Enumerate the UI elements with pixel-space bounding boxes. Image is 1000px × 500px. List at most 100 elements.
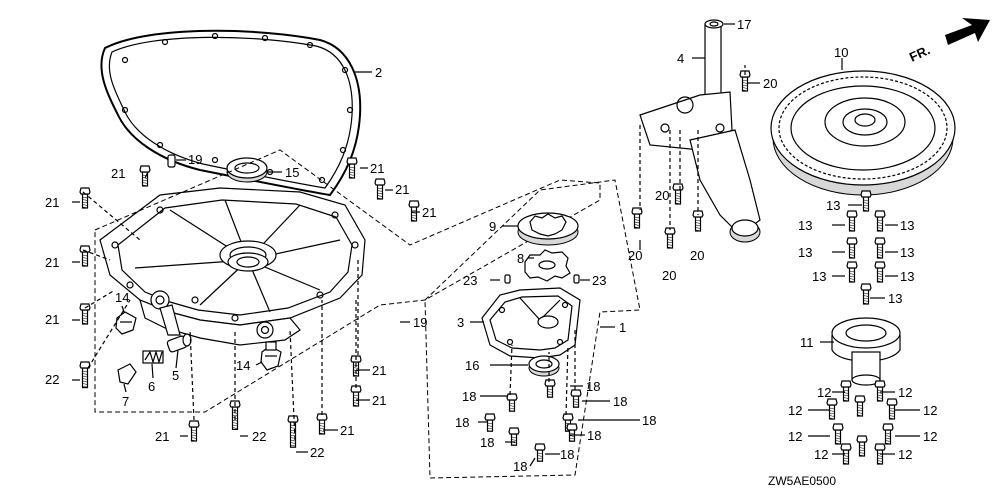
callout-6: 6	[148, 379, 155, 394]
callout-12: 12	[923, 403, 937, 418]
callout-20: 20	[628, 248, 642, 263]
flange-bolt	[79, 303, 91, 325]
flange-bolt	[534, 443, 546, 462]
pin	[504, 274, 580, 284]
callout-2: 2	[375, 65, 382, 80]
oil-pipe	[639, 20, 761, 243]
callout-21: 21	[372, 393, 386, 408]
callout-18: 18	[587, 428, 601, 443]
callout-14: 14	[115, 290, 129, 305]
front-direction-arrow	[945, 18, 990, 45]
callout-18: 18	[560, 447, 574, 462]
diagram-code: ZW5AE0500	[768, 474, 836, 488]
callout-19: 19	[413, 315, 427, 330]
flange-bolt	[882, 423, 894, 445]
flange-bolt	[570, 389, 582, 408]
flange-bolt	[484, 413, 496, 432]
callout-18: 18	[586, 379, 600, 394]
callout-8: 8	[517, 251, 524, 266]
callout-16: 16	[465, 358, 479, 373]
callout-21: 21	[370, 161, 384, 176]
flange-bolt	[508, 427, 520, 446]
washer	[704, 19, 724, 29]
callout-18: 18	[642, 413, 656, 428]
callout-12: 12	[898, 385, 912, 400]
flange-bolt	[886, 398, 898, 420]
flange-bolt	[846, 210, 858, 232]
callout-21: 21	[395, 182, 409, 197]
bolts	[79, 70, 898, 465]
callout-1: 1	[619, 320, 626, 335]
pump-body	[481, 287, 581, 359]
flange-bolt	[287, 415, 299, 448]
flange-bolt	[316, 413, 328, 435]
assembly-outline	[94, 149, 641, 479]
callout-22: 22	[45, 372, 59, 387]
flange-bolt	[860, 283, 872, 305]
callout-13: 13	[812, 269, 826, 284]
callout-21: 21	[45, 312, 59, 327]
callout-14: 14	[236, 358, 250, 373]
flange-bolt	[856, 435, 868, 457]
flange-bolt	[874, 210, 886, 232]
inner-rotor	[524, 249, 571, 282]
outer-rotor	[517, 212, 579, 246]
callout-23: 23	[592, 273, 606, 288]
oil-seal	[226, 157, 268, 183]
callout-21: 21	[45, 195, 59, 210]
callout-12: 12	[898, 447, 912, 462]
callout-21: 21	[422, 205, 436, 220]
callout-18: 18	[462, 389, 476, 404]
callout-13: 13	[826, 198, 840, 213]
callout-19: 19	[188, 152, 202, 167]
flange-bolt	[139, 165, 151, 187]
callout-11: 11	[800, 335, 814, 350]
callout-22: 22	[310, 445, 324, 460]
flange-bolt	[346, 157, 358, 179]
flange-bolt	[840, 380, 852, 402]
callout-13: 13	[900, 269, 914, 284]
flange-bolt	[672, 183, 684, 205]
gasket	[100, 29, 362, 197]
callout-22: 22	[252, 429, 266, 444]
callout-15: 15	[285, 165, 299, 180]
flange-bolt	[408, 200, 420, 222]
callout-3: 3	[457, 315, 464, 330]
callout-21: 21	[111, 166, 125, 181]
flange-bolt	[840, 443, 852, 465]
front-label: FR.	[907, 42, 932, 64]
flange-bolt	[506, 393, 518, 412]
callout-21: 21	[340, 423, 354, 438]
plug	[166, 333, 192, 353]
crankcase-cover	[99, 187, 366, 346]
flange-bolt	[188, 420, 200, 442]
drain-bolt	[115, 311, 137, 335]
callout-20: 20	[662, 268, 676, 283]
flange-bolt	[79, 245, 91, 267]
callout-12: 12	[814, 447, 828, 462]
callout-4: 4	[677, 51, 684, 66]
flange-bolt	[79, 187, 91, 209]
flange-bolt	[631, 207, 643, 229]
coupling	[831, 317, 901, 386]
callout-9: 9	[489, 219, 496, 234]
callout-5: 5	[172, 368, 179, 383]
flange-bolt	[846, 261, 858, 283]
pump-seal	[528, 355, 560, 377]
callout-12: 12	[817, 385, 831, 400]
callout-18: 18	[455, 415, 469, 430]
dowel-pin	[167, 154, 176, 168]
callout-labels: 2 15 19 21 21 21 21 22 21 21 21 21 21 21…	[45, 17, 937, 488]
flange-bolt	[846, 237, 858, 259]
flange-bolt	[566, 423, 578, 442]
flange-bolt	[874, 237, 886, 259]
flange-bolt	[854, 395, 866, 417]
callout-23: 23	[463, 273, 477, 288]
flange-bolt	[874, 261, 886, 283]
callout-10: 10	[834, 45, 848, 60]
flywheel	[770, 70, 956, 196]
flange-bolt	[826, 398, 838, 420]
callout-13: 13	[798, 245, 812, 260]
